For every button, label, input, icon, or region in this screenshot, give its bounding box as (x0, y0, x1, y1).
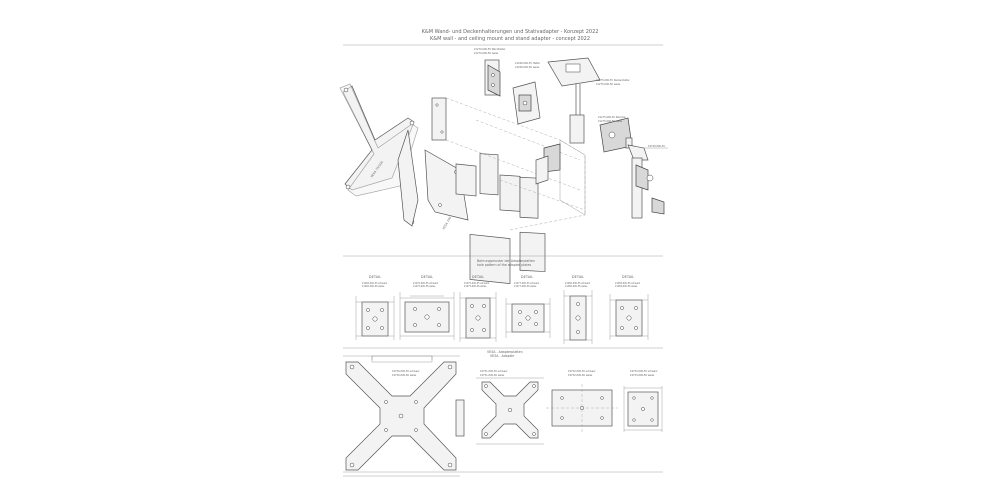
svg-text:21280-000-56 weiss: 21280-000-56 weiss (565, 285, 588, 288)
detail-view: DETAIL 21270-000-55 schwarz 21270-000-56… (399, 275, 455, 340)
adapter-plate-a (431, 97, 447, 141)
svg-text:21270-000-55 Wandhalter: 21270-000-55 Wandhalter (474, 48, 505, 51)
svg-text:19752-000-56 weiss: 19752-000-56 weiss (568, 374, 593, 377)
svg-text:DETAIL: DETAIL (521, 275, 533, 279)
svg-text:21277-000-56 weiss: 21277-000-56 weiss (514, 285, 537, 288)
svg-text:19751-000-56 weiss: 19751-000-56 weiss (480, 374, 505, 377)
mid-section-title-en: hole pattern of the adapter plates (477, 263, 531, 267)
wall-bracket: 21270-000-55 Wandhalter 21270-000-56 wei… (474, 48, 505, 97)
svg-text:21277-000-55 schwarz: 21277-000-55 schwarz (514, 282, 540, 285)
ceiling-mount: 21275-000-55 Deckenhalter 21275-000-56 w… (547, 57, 630, 144)
vesa-plate-100-drawing: 19751-000-55 schwarz 19751-000-56 weiss (476, 370, 544, 445)
svg-text:21260-000-56 weiss: 21260-000-56 weiss (362, 285, 385, 288)
stand-pole: 19750-000-55 (627, 144, 668, 219)
vesa-adapter-plate-medium (424, 149, 469, 221)
svg-text:21275-000-55 Deckenhalter: 21275-000-55 Deckenhalter (596, 79, 630, 82)
detail-view: DETAIL 21275-000-55 schwarz 21275-000-56… (459, 275, 497, 342)
svg-text:DETAIL: DETAIL (622, 275, 634, 279)
tilt-bracket: 21260-000-55 Halter 21260-000-56 weiss (512, 62, 541, 125)
svg-text:19750-000-55 schwarz: 19750-000-55 schwarz (392, 370, 420, 373)
svg-text:21260-000-55 schwarz: 21260-000-55 schwarz (362, 282, 388, 285)
bottom-section-title-en: VESA - Adapter (490, 354, 515, 358)
detail-views: DETAIL 21260-000-55 schwarz 21260-000-56… (355, 275, 649, 344)
svg-text:19753-000-56 weiss: 19753-000-56 weiss (630, 374, 655, 377)
svg-text:21270-000-56 weiss: 21270-000-56 weiss (413, 285, 436, 288)
mid-section-title-de: Bohrungsmuster der Adapterplatten (477, 259, 535, 263)
small-adapter-plate-drawing: 19753-000-55 schwarz 19753-000-56 weiss (623, 370, 663, 432)
bottom-section-title-de: VESA - Adapterplatten (487, 350, 523, 354)
rectangular-adapter-plate-drawing: 19752-000-55 schwarz 19752-000-56 weiss (546, 370, 618, 432)
vesa-plate-large-drawing: 19750-000-55 schwarz 19750-000-56 weiss (343, 355, 465, 477)
detail-view: DETAIL 21280-000-55 schwarz 21280-000-56… (563, 275, 593, 344)
svg-text:21275-000-56 weiss: 21275-000-56 weiss (464, 285, 487, 288)
svg-text:21270-000-56 weiss: 21270-000-56 weiss (474, 52, 499, 55)
svg-text:DETAIL: DETAIL (421, 275, 433, 279)
svg-text:19750-000-56 weiss: 19750-000-56 weiss (392, 374, 417, 377)
header-title-en: K&M wall - and ceiling mount and stand a… (430, 36, 590, 42)
svg-text:DETAIL: DETAIL (472, 275, 484, 279)
svg-text:21282-000-56 weiss: 21282-000-56 weiss (615, 285, 638, 288)
svg-text:DETAIL: DETAIL (369, 275, 381, 279)
svg-text:21275-000-56 weiss: 21275-000-56 weiss (596, 83, 621, 86)
svg-text:21275-000-55 schwarz: 21275-000-55 schwarz (464, 282, 490, 285)
svg-text:19751-000-55 schwarz: 19751-000-55 schwarz (480, 370, 508, 373)
svg-text:21275-000-56 weiss: 21275-000-56 weiss (598, 120, 623, 123)
svg-text:21270-000-55 schwarz: 21270-000-55 schwarz (413, 282, 439, 285)
svg-text:19753-000-55 schwarz: 19753-000-55 schwarz (630, 370, 658, 373)
svg-text:21260-000-55 Halter: 21260-000-55 Halter (515, 62, 540, 65)
header-title-de: K&M Wand- und Deckenhalterungen und Stat… (422, 29, 599, 35)
svg-text:21280-000-55 schwarz: 21280-000-55 schwarz (565, 282, 591, 285)
detail-view: DETAIL 21282-000-55 schwarz 21282-000-56… (609, 275, 649, 340)
svg-text:DETAIL: DETAIL (572, 275, 584, 279)
svg-text:19750-000-55: 19750-000-55 (648, 145, 665, 148)
svg-text:21282-000-55 schwarz: 21282-000-55 schwarz (615, 282, 641, 285)
svg-text:VESA 100: VESA 100 (441, 216, 452, 231)
adapter-plate-b (469, 234, 511, 284)
detail-view: DETAIL 21277-000-55 schwarz 21277-000-56… (505, 275, 551, 338)
detail-view: DETAIL 21260-000-55 schwarz 21260-000-56… (355, 275, 395, 340)
svg-text:21260-000-56 weiss: 21260-000-56 weiss (515, 66, 540, 69)
exploded-assembly: VESA 75/100 VESA 100 21270-000-55 Wandha… (339, 48, 668, 284)
svg-text:21275-000-55 Klemme: 21275-000-55 Klemme (598, 116, 626, 119)
svg-text:19752-000-55 schwarz: 19752-000-55 schwarz (568, 370, 596, 373)
